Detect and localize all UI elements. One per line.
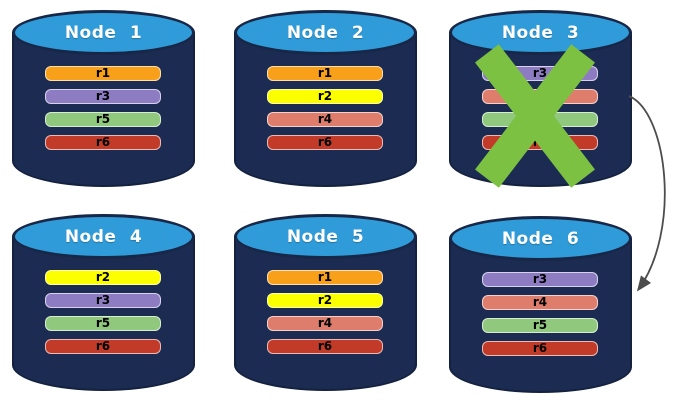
- replica-list: r3 r4 r5 r6: [482, 66, 598, 158]
- replica-label: r4: [532, 295, 548, 309]
- replica-bar: r6: [482, 135, 598, 150]
- cylinder-top: Node 2: [234, 10, 417, 55]
- replica-bar: r4: [482, 89, 598, 104]
- replica-bar: r5: [482, 318, 598, 333]
- replica-label: r5: [95, 112, 111, 126]
- cylinder-body: [234, 32, 417, 187]
- replica-bar: r2: [267, 293, 383, 308]
- replica-bar: r3: [482, 66, 598, 81]
- replica-bar: r3: [45, 89, 161, 104]
- replica-label: r5: [532, 112, 548, 126]
- replica-bar: r1: [267, 66, 383, 81]
- replica-label: r4: [317, 112, 333, 126]
- cylinder-top: Node 5: [234, 214, 417, 259]
- replica-label: r6: [532, 135, 548, 149]
- db-node-2: Node 2 r1 r2 r4 r6: [234, 10, 417, 187]
- db-node-4: Node 4 r2 r3 r5 r6: [12, 214, 195, 391]
- replica-bar: r4: [267, 112, 383, 127]
- replica-label: r5: [532, 318, 548, 332]
- node-title: Node 5: [286, 226, 365, 247]
- cylinder-body: [449, 238, 632, 393]
- replica-list: r1 r3 r5 r6: [45, 66, 161, 158]
- cylinder-body: [12, 236, 195, 391]
- replica-label: r2: [95, 270, 111, 284]
- replica-bar: r6: [45, 135, 161, 150]
- replica-bar: r6: [267, 339, 383, 354]
- node-title: Node 6: [501, 228, 580, 249]
- replica-label: r3: [532, 66, 548, 80]
- replica-bar: r5: [45, 112, 161, 127]
- replica-label: r5: [95, 316, 111, 330]
- replica-bar: r6: [482, 341, 598, 356]
- node-title: Node 1: [64, 22, 143, 43]
- replica-bar: r6: [267, 135, 383, 150]
- db-node-5: Node 5 r1 r2 r4 r6: [234, 214, 417, 391]
- replica-label: r6: [95, 339, 111, 353]
- replica-label: r4: [532, 89, 548, 103]
- cylinder-body: [234, 236, 417, 391]
- replica-label: r6: [317, 135, 333, 149]
- replica-bar: r3: [45, 293, 161, 308]
- replica-list: r3 r4 r5 r6: [482, 272, 598, 364]
- db-node-6: Node 6 r3 r4 r5 r6: [449, 216, 632, 393]
- replica-bar: r4: [267, 316, 383, 331]
- replica-label: r3: [95, 89, 111, 103]
- replica-label: r4: [317, 316, 333, 330]
- arrow-path: [628, 95, 666, 292]
- replica-label: r1: [95, 66, 111, 80]
- replica-bar: r4: [482, 295, 598, 310]
- replica-bar: r2: [45, 270, 161, 285]
- replica-list: r1 r2 r4 r6: [267, 66, 383, 158]
- replica-bar: r1: [45, 66, 161, 81]
- cylinder-top: Node 3: [449, 10, 632, 55]
- cylinder-body: [12, 32, 195, 187]
- replica-label: r3: [532, 272, 548, 286]
- replica-bar: r6: [45, 339, 161, 354]
- cylinder-top: Node 6: [449, 216, 632, 261]
- replica-label: r2: [317, 89, 333, 103]
- node-title: Node 4: [64, 226, 143, 247]
- replica-label: r3: [95, 293, 111, 307]
- replica-label: r6: [317, 339, 333, 353]
- replica-bar: r2: [267, 89, 383, 104]
- replica-label: r1: [317, 66, 333, 80]
- replica-bar: r5: [45, 316, 161, 331]
- replica-list: r2 r3 r5 r6: [45, 270, 161, 362]
- replica-bar: r3: [482, 272, 598, 287]
- db-node-3: Node 3 r3 r4 r5 r6: [449, 10, 632, 188]
- db-node-1: Node 1 r1 r3 r5 r6: [12, 10, 195, 187]
- replica-label: r6: [95, 135, 111, 149]
- replica-label: r6: [532, 341, 548, 355]
- node-title: Node 2: [286, 22, 365, 43]
- replica-bar: r5: [482, 112, 598, 127]
- cylinder-top: Node 4: [12, 214, 195, 259]
- cylinder-top: Node 1: [12, 10, 195, 55]
- replica-list: r1 r2 r4 r6: [267, 270, 383, 362]
- node-title: Node 3: [501, 22, 580, 43]
- replica-label: r2: [317, 293, 333, 307]
- replica-label: r1: [317, 270, 333, 284]
- replica-bar: r1: [267, 270, 383, 285]
